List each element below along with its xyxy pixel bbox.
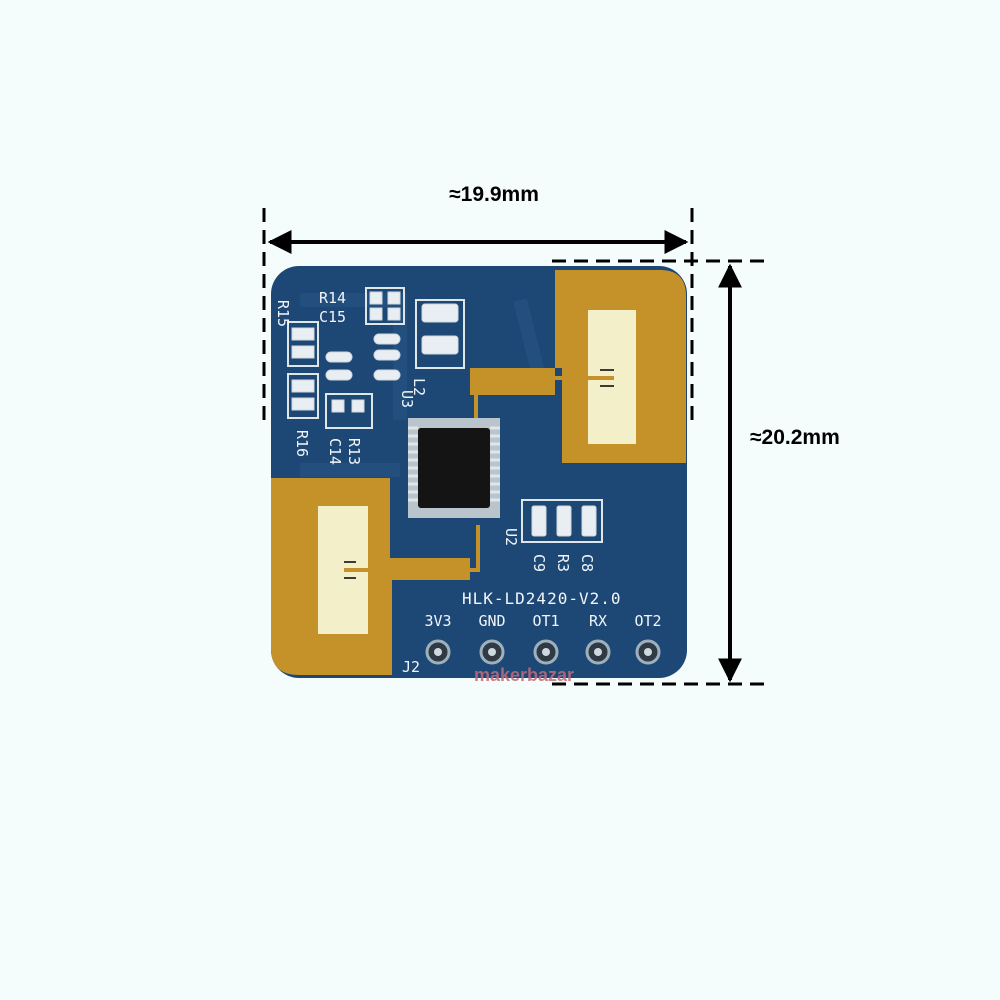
label-c8: C8 (578, 554, 596, 572)
pin-label-ot2: OT2 (634, 612, 661, 630)
label-u2: U2 (502, 528, 520, 546)
pin-label-rx: RX (589, 612, 607, 630)
label-r14: R14 (319, 289, 346, 307)
pin-label-3v3: 3V3 (424, 612, 451, 630)
pin-pad-ot1 (542, 648, 550, 656)
label-c15: C15 (319, 308, 346, 326)
label-r15: R15 (274, 300, 292, 327)
pin-label-gnd: GND (478, 612, 505, 630)
pin-pad-rx (594, 648, 602, 656)
label-l2: L2 (410, 378, 428, 396)
label-j2: J2 (402, 658, 420, 676)
label-c14: C14 (326, 438, 344, 465)
label-u3: U3 (398, 390, 416, 408)
board-model: HLK-LD2420-V2.0 (462, 589, 622, 608)
pin-header: 3V3 GND OT1 RX OT2 (424, 612, 662, 665)
height-label: ≈20.2mm (750, 426, 840, 449)
label-r13: R13 (345, 438, 363, 465)
pin-pad-ot2 (644, 648, 652, 656)
pin-label-ot1: OT1 (532, 612, 559, 630)
radar-chip (408, 418, 500, 518)
pin-pad-gnd (488, 648, 496, 656)
height-dimension (552, 259, 764, 686)
feed-line-tx (474, 376, 614, 420)
label-r3: R3 (554, 554, 572, 572)
pcb-board: R14 C15 R15 R16 C14 R13 L2 U3 U2 C9 R3 C… (271, 266, 687, 685)
label-c9: C9 (530, 554, 548, 572)
label-r16: R16 (293, 430, 311, 457)
watermark: makerbazar (474, 665, 574, 685)
feed-line-rx (344, 525, 480, 572)
width-label: ≈19.9mm (449, 183, 539, 206)
smd-components (287, 287, 603, 543)
pin-pad-3v3 (434, 648, 442, 656)
width-dimension (262, 208, 694, 420)
